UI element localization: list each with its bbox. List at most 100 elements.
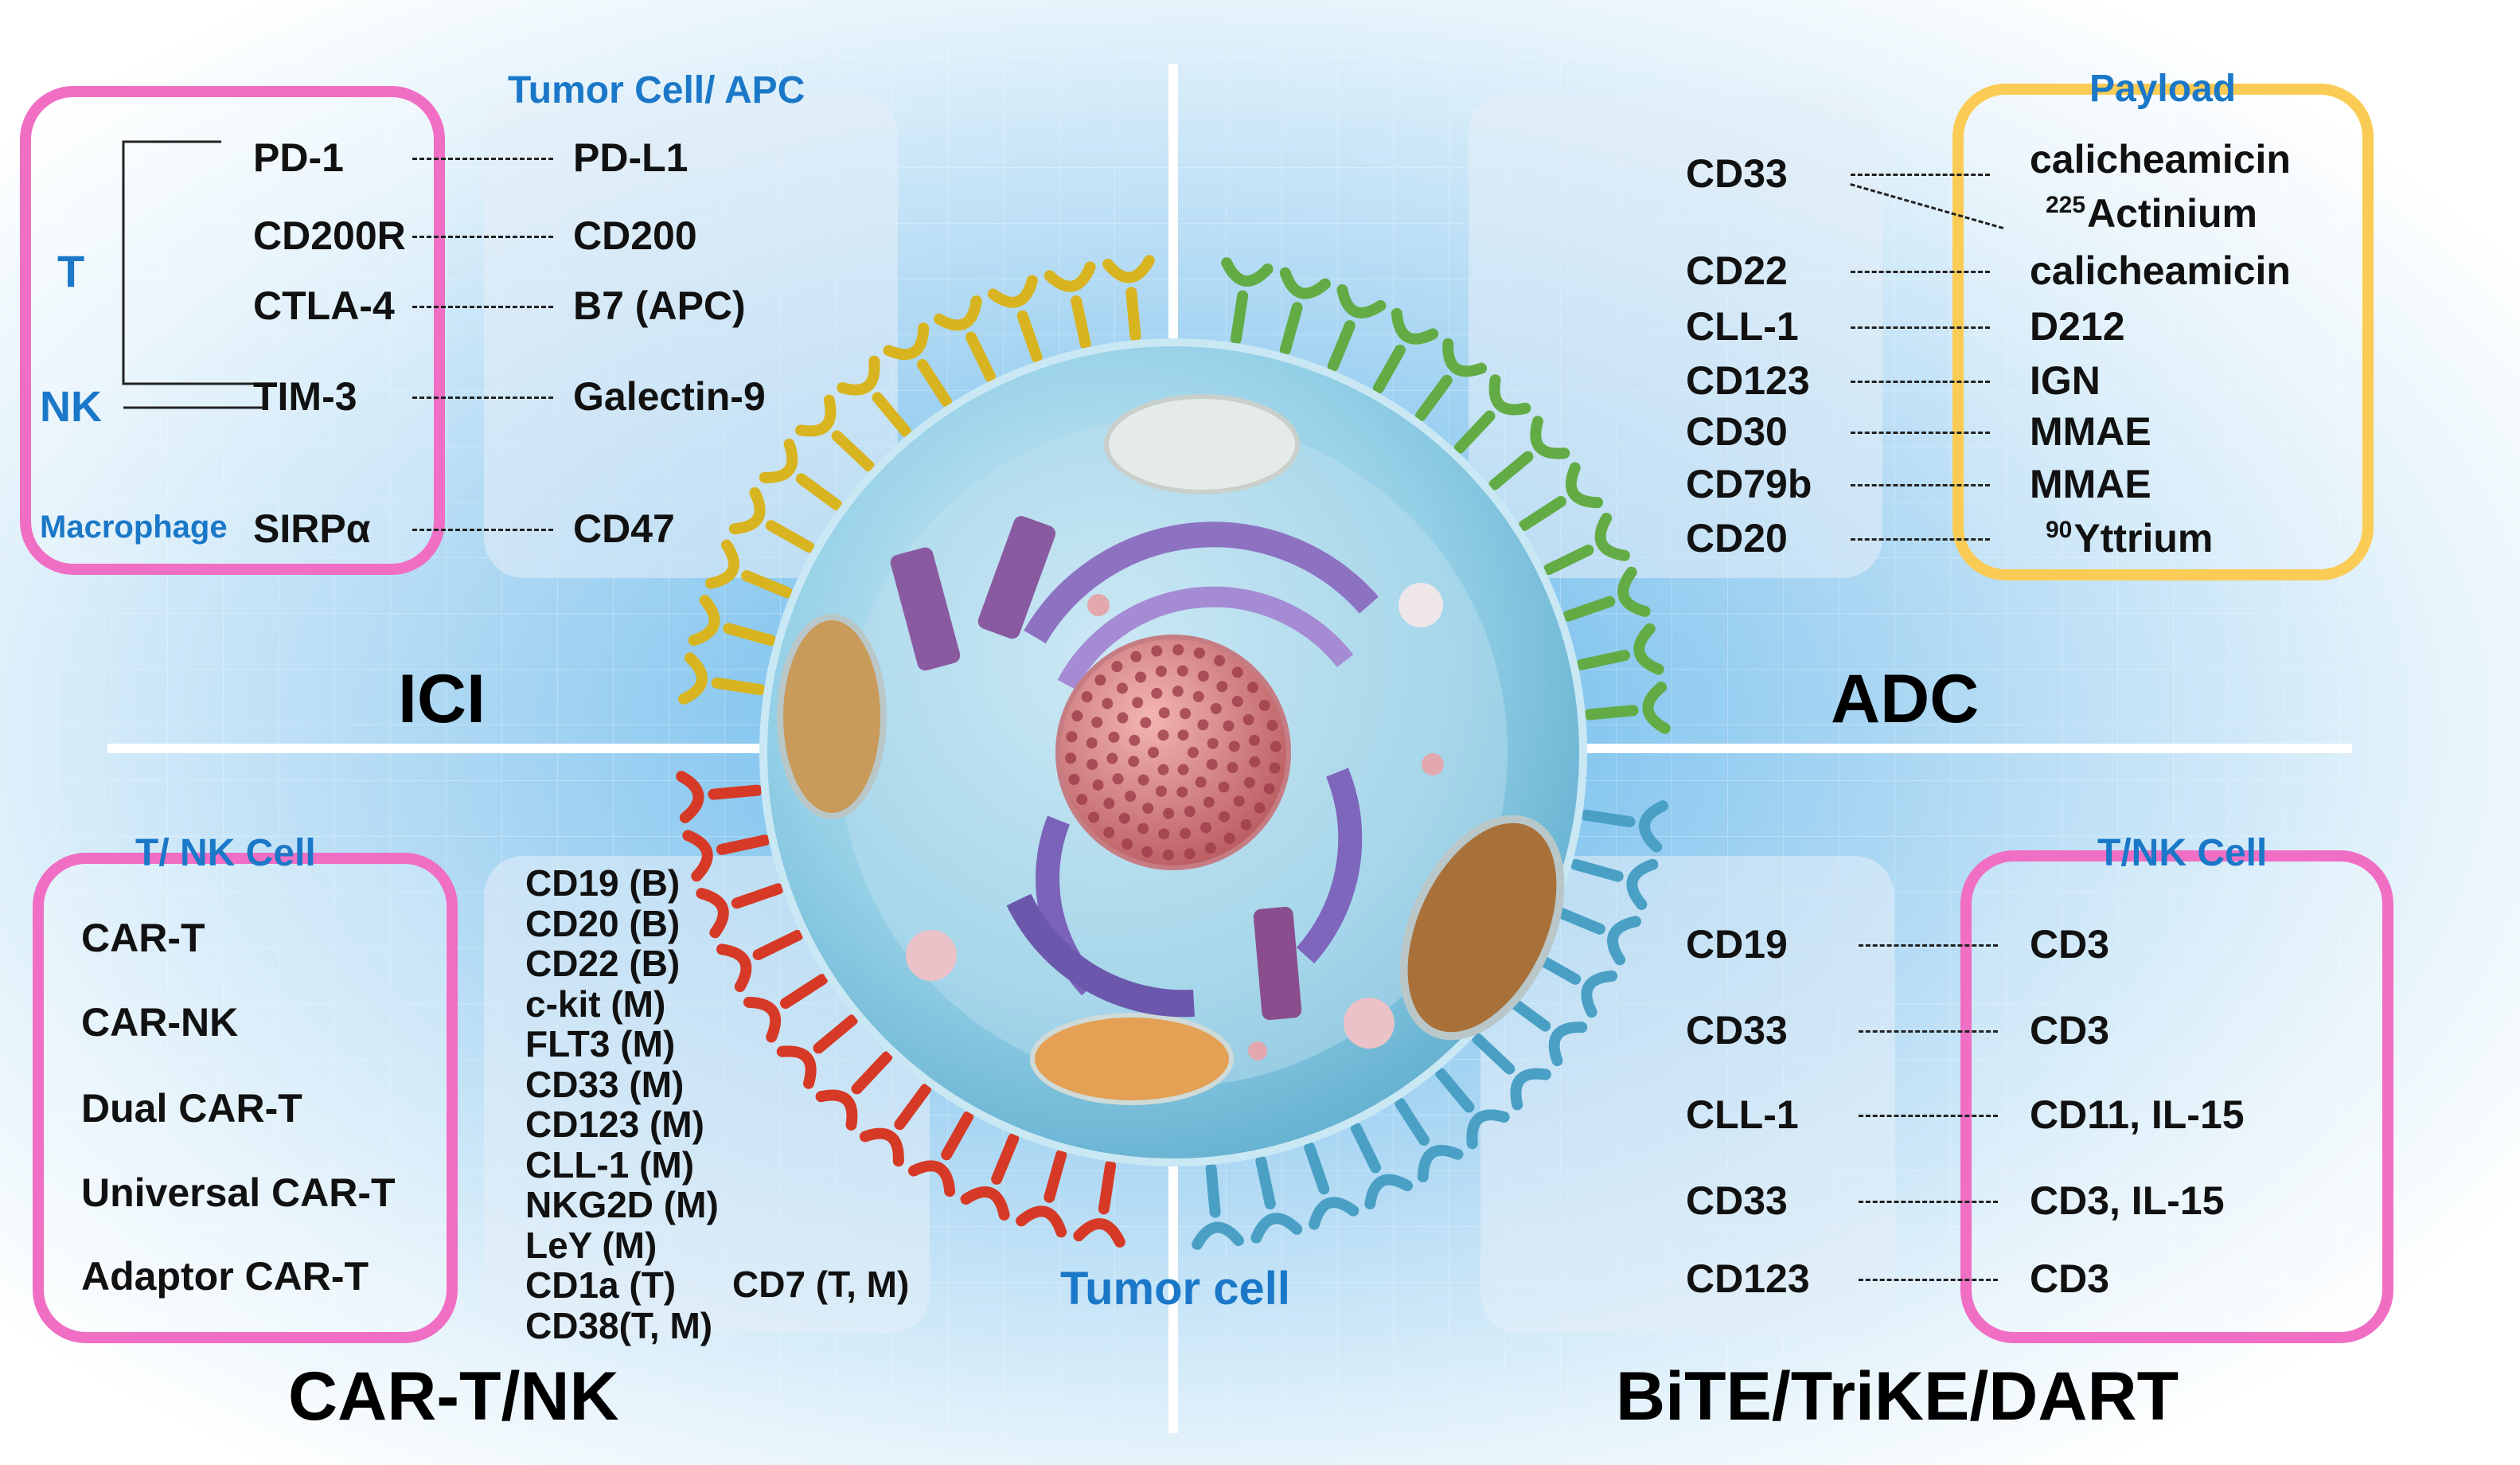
- centriole-1: [890, 547, 961, 671]
- receptor-spike: [682, 830, 770, 882]
- nuclear-pore: [1242, 714, 1254, 726]
- nuclear-pore: [1197, 719, 1209, 731]
- car-type: CAR-T: [81, 916, 205, 960]
- receptor-spike: [795, 394, 875, 472]
- adc-link-line: [1851, 381, 1990, 383]
- ici-cell-t: T: [57, 246, 85, 296]
- car-target: CD22 (B): [525, 943, 681, 984]
- adc-link-line: [1851, 271, 1990, 273]
- bite-target-panel: [1480, 856, 1894, 1334]
- car-cell-frame: [33, 853, 458, 1343]
- receptor-spike: [1583, 682, 1671, 734]
- bite-target: CD33: [1686, 1178, 1788, 1223]
- receptor-spike: [705, 539, 793, 599]
- adc-header: Payload: [2089, 68, 2237, 110]
- nuclear-pore: [1157, 764, 1169, 775]
- receptor-spike: [1279, 267, 1331, 356]
- receptor-spike: [716, 929, 804, 993]
- payload-name: Actinium: [2087, 191, 2257, 236]
- nuclear-pore: [1071, 710, 1083, 722]
- nuclear-pore: [1227, 762, 1239, 774]
- nuclear-pore: [1243, 776, 1255, 788]
- bite-target: CLL-1: [1686, 1092, 1799, 1137]
- nuclear-pore: [1176, 665, 1188, 677]
- car-target: c-kit (M): [525, 983, 666, 1025]
- vesicle-5: [1422, 753, 1444, 775]
- nuclear-pore: [1121, 838, 1133, 850]
- nuclear-pore: [1140, 717, 1152, 729]
- receptor-spike: [1192, 1162, 1244, 1250]
- receptor-spike: [1435, 1068, 1510, 1150]
- nuclear-pore: [1206, 759, 1218, 771]
- payload-name: calicheamicin: [2030, 248, 2291, 293]
- nuclear-pore: [1130, 650, 1142, 662]
- centriole-3: [1253, 906, 1302, 1021]
- receptor-spike: [815, 1051, 893, 1131]
- adc-target-panel: [1469, 94, 1882, 578]
- nuclear-pore: [1263, 783, 1275, 795]
- quadrant-label-bite: BiTE/TriKE/DART: [1616, 1358, 2179, 1435]
- nuclear-pore: [1111, 661, 1123, 673]
- nuclear-pore: [1188, 747, 1199, 758]
- bite-effector: CD3: [2030, 1256, 2110, 1301]
- nuclear-pore: [1137, 774, 1149, 786]
- bite-link-line: [1859, 1030, 1998, 1033]
- nuclear-pore: [1158, 828, 1170, 840]
- receptor-spike: [933, 295, 997, 383]
- nuclear-pore: [1218, 781, 1230, 793]
- adc-payload-frame: [1952, 84, 2374, 580]
- nuclear-pore: [1117, 712, 1129, 724]
- ici-receptor: SIRPα: [253, 506, 371, 551]
- nuclear-pores: [1065, 644, 1281, 861]
- golgi-arc-1: [1024, 522, 1379, 644]
- receptor-spike: [1043, 261, 1096, 350]
- nuclear-pore: [1249, 756, 1261, 768]
- receptor-spike: [1221, 257, 1274, 345]
- ici-ligand: Galectin-9: [573, 374, 766, 419]
- bite-target: CD33: [1686, 1008, 1788, 1053]
- ici-cell-frame: [20, 86, 445, 575]
- receptor-spike: [1453, 374, 1531, 454]
- nuclear-pore: [1177, 764, 1189, 775]
- nucleus: [1055, 635, 1291, 870]
- payload-name: D212: [2030, 304, 2125, 349]
- receptor-spike: [1562, 566, 1651, 622]
- receptor-spike: [1327, 284, 1387, 372]
- nuclear-pore: [1148, 747, 1159, 758]
- car-target: NKG2D (M): [525, 1184, 719, 1225]
- bite-effector: CD3: [2030, 1008, 2110, 1053]
- vesicle-1: [1398, 583, 1443, 627]
- car-target: CD123 (M): [525, 1104, 704, 1145]
- nuclear-pore: [1210, 702, 1222, 714]
- nuclear-pore: [1116, 682, 1128, 694]
- bite-cell-frame: [1960, 850, 2393, 1343]
- receptor-spike: [776, 1014, 858, 1089]
- adc-target: CD123: [1686, 358, 1810, 403]
- nuclear-pore: [1203, 796, 1215, 808]
- nuclear-pore: [1193, 647, 1205, 659]
- nuclear-pore: [1223, 832, 1235, 844]
- nuclear-pore: [1266, 720, 1278, 732]
- bite-target: CD19: [1686, 922, 1788, 967]
- nuclear-pore: [1088, 811, 1100, 823]
- payload-name: MMAE: [2030, 409, 2151, 454]
- receptor-spike: [688, 595, 777, 647]
- nuclear-pore: [1207, 737, 1219, 749]
- ici-link-line: [412, 158, 553, 160]
- nuclear-pore: [1092, 779, 1104, 791]
- adc-payload: MMAE: [2030, 409, 2151, 454]
- nuclear-pore: [1086, 759, 1098, 771]
- ici-receptor: CD200R: [253, 213, 406, 258]
- adc-target: CD30: [1686, 409, 1788, 454]
- nuclear-pore: [1214, 654, 1226, 666]
- nuclear-pore: [1195, 776, 1207, 788]
- car-target: LeY (M): [525, 1224, 657, 1266]
- nuclear-pore: [1176, 786, 1188, 798]
- car-target: CD20 (B): [525, 902, 681, 944]
- er-arc-bottom: [1006, 893, 1195, 1018]
- receptor-spike: [1518, 462, 1604, 531]
- receptor-spike: [1576, 623, 1664, 675]
- payload-name: MMAE: [2030, 462, 2151, 506]
